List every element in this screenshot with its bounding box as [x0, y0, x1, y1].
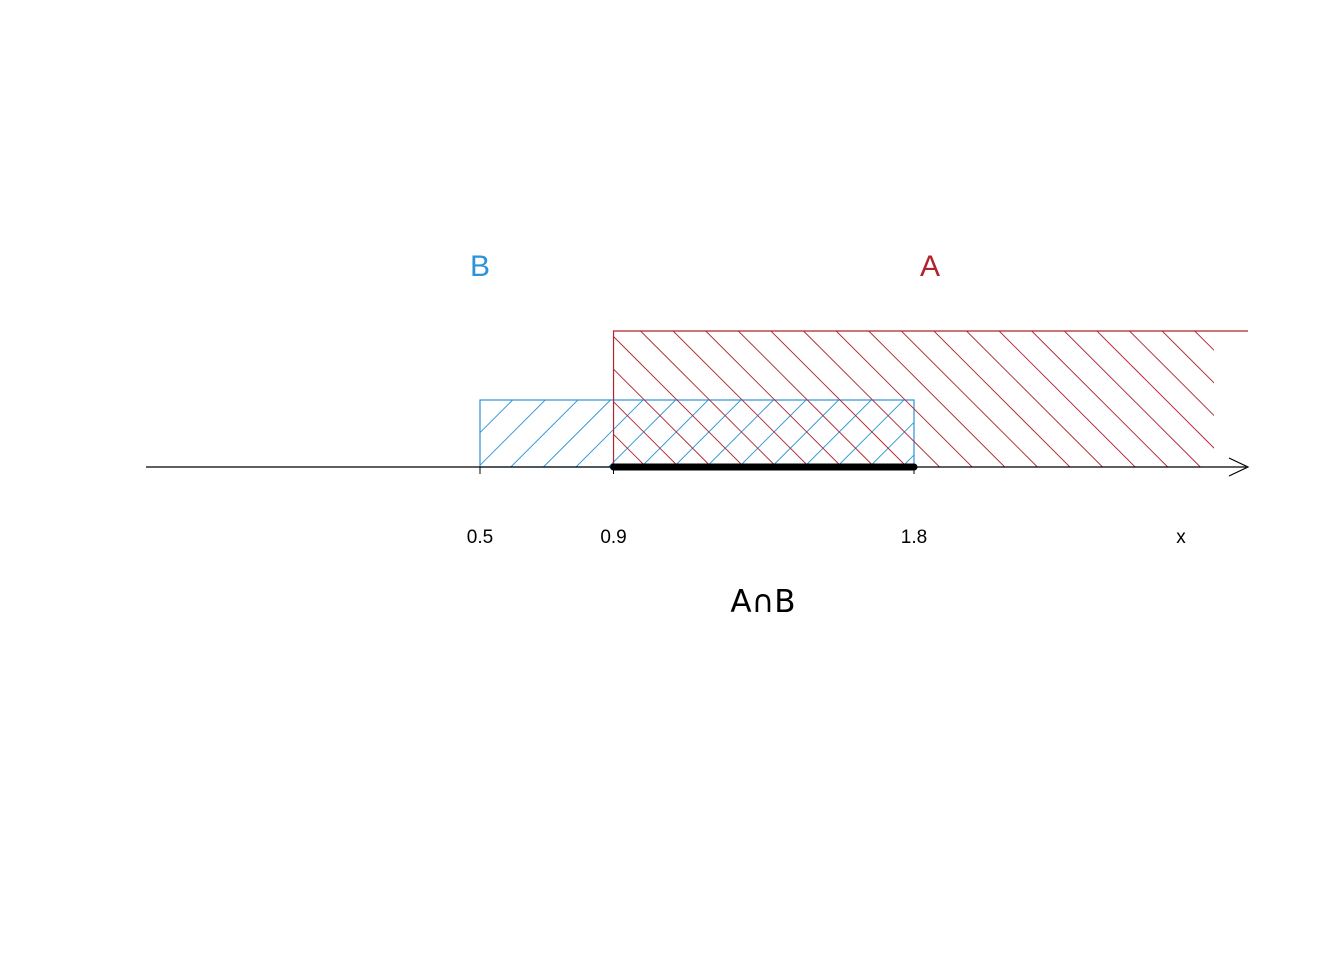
set-a-hatch-line [1325, 331, 1344, 467]
set-b-hatch-line [706, 400, 774, 467]
set-a-hatch-line [835, 331, 973, 467]
axis-arrow-icon [1228, 457, 1250, 477]
set-a-hatch-line [1194, 331, 1214, 351]
set-a-hatch-line [901, 331, 1038, 467]
set-a-hatch-pattern [445, 331, 1344, 467]
set-b-hatch-line [480, 400, 481, 401]
set-a-region [445, 330, 1344, 467]
set-b-hatch-line [771, 400, 839, 467]
set-a-hatch-line [672, 331, 810, 467]
set-b-hatch-line [608, 400, 676, 467]
set-a-hatch-line [933, 331, 1071, 467]
set-b-hatch-line [640, 400, 709, 467]
intersection-label: A∩B [730, 584, 795, 620]
set-a-hatch-line [1031, 331, 1169, 467]
set-a-hatch-line [613, 368, 712, 467]
set-a-hatch-line [803, 331, 940, 467]
set-a-hatch-line [613, 433, 647, 467]
set-b-label: B [470, 250, 490, 283]
set-b-hatch-line [836, 400, 905, 467]
set-a-label: A [920, 250, 940, 283]
set-a-hatch-line [705, 331, 843, 467]
set-a-hatch-line [1293, 331, 1344, 467]
set-a-hatch-line [445, 331, 581, 467]
set-b-hatch-line [510, 400, 579, 467]
set-a-hatch-line [738, 331, 875, 467]
set-b-hatch-line [480, 400, 546, 466]
tick-label: 0.5 [467, 527, 493, 548]
set-a-hatch-line [613, 335, 745, 467]
set-a-hatch-line [1129, 331, 1214, 417]
tick-labels: 0.5 0.9 1.8 [467, 527, 927, 548]
set-b-hatch-line [543, 400, 611, 467]
set-b-outline [479, 399, 915, 468]
set-a-hatch-line [1260, 331, 1344, 467]
set-b-hatch-line [480, 400, 513, 434]
tick-label: 0.9 [600, 527, 626, 548]
set-a-hatch-line [1064, 331, 1201, 467]
set-b-hatch-line [967, 400, 1034, 467]
set-b-hatch-line [380, 400, 447, 467]
set-a-hatch-line [770, 331, 908, 467]
set-a-hatch-line [966, 331, 1103, 467]
set-b-hatch-line [901, 454, 914, 467]
set-a-hatch-line [1161, 331, 1214, 384]
set-a-hatch-line [640, 331, 777, 467]
variable-label: x [1176, 527, 1186, 548]
set-b-region [380, 399, 1067, 468]
set-a-hatch-line [998, 331, 1136, 467]
set-a-hatch-line [613, 466, 614, 467]
set-a-hatch-line [613, 401, 680, 467]
set-b-hatch-line [935, 400, 1002, 467]
set-a-hatch-line [1227, 331, 1344, 467]
tick-label: 1.8 [901, 527, 927, 548]
set-b-hatch-line [869, 421, 914, 467]
set-a-hatch-line [868, 331, 1006, 467]
set-b-hatch-pattern [380, 400, 1067, 467]
set-b-hatch-line [738, 400, 807, 467]
set-a-outline [612, 330, 1248, 467]
set-a-hatch-line [1096, 331, 1214, 449]
set-b-hatch-line [575, 400, 644, 467]
set-b-hatch-line [803, 400, 872, 467]
set-b-hatch-line [1000, 400, 1067, 467]
set-b-hatch-line [673, 400, 742, 467]
